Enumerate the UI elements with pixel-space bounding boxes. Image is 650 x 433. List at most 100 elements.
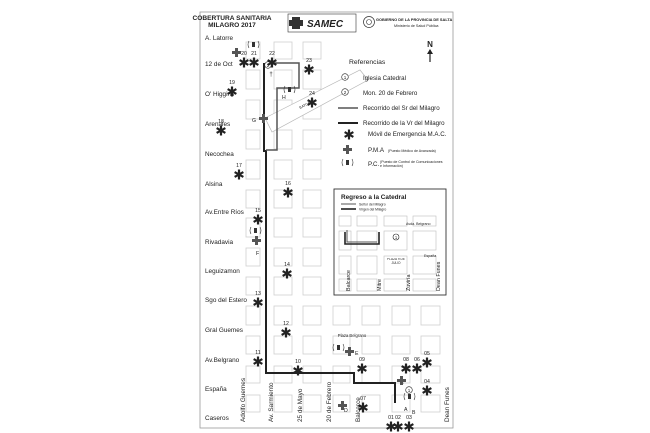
inset-block [412,278,437,292]
gov-line1: GOBIERNO DE LA PROVINCIA DE SALTA [376,17,452,22]
samec-logo: SAMEC [287,13,357,33]
star-of-life-icon [253,297,263,308]
emergency-marker: 16 [283,181,293,198]
street-label-alsina: Alsina [205,181,223,188]
star-of-life-icon [386,421,396,432]
inset-street-belgrano: Avda. Belgrano [406,222,431,226]
legend-circle-1 [341,73,349,81]
star-of-life-icon [304,64,314,75]
legend-circle-2 [341,88,349,96]
diagonal-street-label: BATCASE [299,99,316,110]
pma-cross-icon [345,347,354,356]
street-label-espana: España [205,386,227,393]
city-block [420,365,441,384]
emergency-marker: 18 [216,119,226,136]
city-block [273,335,293,355]
city-block [245,129,261,150]
inset-street-balcarce: Balcarce [346,270,352,291]
street-label-adolfo-guemes: Adolfo Guemes [240,378,247,422]
inset-block [338,255,352,275]
inset-map: Regreso a la Catedral Señor del Milagro … [333,188,447,296]
inset-street-mitre: Mitre [377,279,383,291]
marker-number: 01 [388,415,394,421]
city-block [332,365,351,384]
street-label-20-febrero: 20 de Febrero [326,381,333,422]
emergency-marker: 06 [412,357,422,374]
street-label-belgrano: Av.Belgrano [205,357,240,364]
city-block [245,247,261,267]
city-block [273,217,293,238]
inset-street-dean-funes: Dean Funes [436,261,442,291]
north-arrow-label: N [427,40,433,49]
star-of-life-icon [393,421,403,432]
control-posts [247,40,416,401]
city-block [302,335,322,355]
marker-number: 16 [285,181,291,187]
star-of-life-icon [358,402,368,413]
legend-item-pc: P.C. [368,161,380,168]
street-label-rivadavia: Rivadavia [205,239,234,246]
marker-number: 24 [309,91,315,97]
marker-number: 07 [360,396,366,402]
star-of-life-icon [401,363,411,374]
city-block [302,69,322,90]
inset-block [356,278,378,292]
marker-number: 11 [255,350,260,356]
inset-block [338,278,352,292]
street-label-25-mayo: 25 de Mayo [297,388,304,422]
city-block [245,99,261,120]
pma-cross-icon [259,114,268,123]
emergency-marker: 04 [422,379,432,396]
city-block [245,394,261,413]
pma-cross-icon [252,236,261,245]
star-of-life-icon [293,365,303,376]
emergency-marker: 21 [249,51,259,68]
inset-block [383,215,408,227]
city-block [302,41,322,60]
inset-block [412,255,437,275]
legend-item-pma-detail: (Puesto Médico de Avanzada) [388,149,436,153]
emergency-marker: 01 [386,415,396,432]
point-label-b: B [412,410,416,416]
inset-route-senor [346,230,377,243]
route-virgen-del-milagro [265,150,396,403]
pma-cross-icon [397,376,406,385]
legend-item-1-number: 1 [344,75,347,80]
pma-cross-icon [338,401,347,410]
city-block [273,305,293,326]
marker-number: 06 [414,357,420,363]
street-label-caseros: Caseros [205,415,229,422]
inset-route-virgen [344,232,380,245]
city-block [420,335,441,355]
inset-street-espana: España [424,254,436,258]
city-block [420,305,441,326]
inset-block [383,278,408,292]
legend-item-iglesia: Iglesia Catedral [363,75,406,82]
government-seal [363,16,375,28]
inset-circle-1 [392,233,400,241]
emergency-marker: 09 [357,357,367,374]
point-label-e: E [355,351,359,357]
header-title-line1: COBERTURA SANITARIA [192,15,271,22]
north-arrow-head-icon [427,49,433,54]
legend-item-2-number: 2 [344,90,347,95]
star-of-life-icon [216,125,226,136]
city-block [245,189,261,209]
star-of-life-icon [253,214,263,225]
legend-item-recorrido-senor: Recorrido del Sr del Milagro [363,105,440,112]
emergency-marker: 22 [267,51,277,68]
legend-ambulance-icon [344,129,354,140]
street-label-12-oct: 12 de Oct [205,61,233,68]
emergency-marker: 19 [227,80,237,97]
city-block [361,305,381,326]
radio-post-icon [249,226,262,235]
street-label-leguizamon: Leguizamon [205,268,240,275]
point-label-g: G [252,118,256,124]
star-of-life-icon [422,385,432,396]
marker-number: 18 [218,119,224,125]
legend: Referencias 1 Iglesia Catedral 2 Mon. 20… [338,59,447,168]
city-block [273,394,293,413]
inset-street-zuviria: Zuviría [406,275,412,291]
pma-cross-icon [232,48,241,57]
